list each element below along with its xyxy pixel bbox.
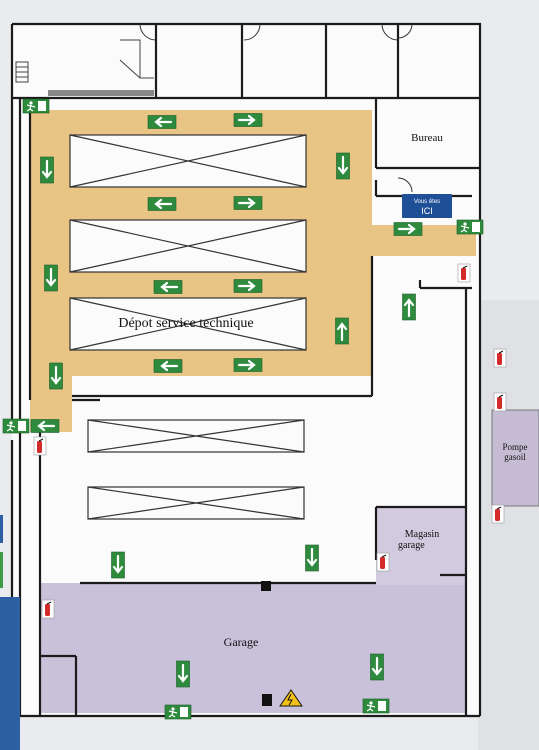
evacuation-arrow-icon: [233, 196, 263, 210]
evacuation-arrow-icon: [335, 317, 349, 345]
garage-zone: [40, 583, 466, 713]
wall-strip: [48, 90, 154, 96]
room-label-magasin: Magasin garage: [392, 529, 452, 551]
electrical-hazard-icon: [279, 689, 303, 707]
magasin-line1: Magasin: [404, 529, 440, 540]
adjacent-sign-fragment: [0, 552, 3, 588]
evacuation-arrow-icon: [336, 152, 350, 180]
evacuation-arrow-icon: [370, 653, 384, 681]
running-man-exit-icon: [456, 219, 484, 235]
room-label-bureau: Bureau: [411, 132, 443, 144]
room-label-pompe: Pompe gasoil: [494, 442, 536, 463]
pompe-line1: Pompe: [502, 442, 528, 452]
outdoor-area: [478, 300, 539, 750]
evacuation-arrow-icon: [111, 551, 125, 579]
you-are-here-ici: ICI: [421, 206, 433, 216]
running-man-exit-icon: [22, 98, 50, 114]
evacuation-arrow-icon: [147, 115, 177, 129]
adjacent-sign-fragment: [0, 597, 20, 750]
evacuation-arrow-icon: [147, 197, 177, 211]
fire-extinguisher-icon: [457, 263, 471, 283]
running-man-exit-icon: [362, 698, 390, 714]
evacuation-arrow-icon: [402, 293, 416, 321]
magasin-zone: [376, 507, 466, 585]
running-man-exit-icon: [2, 418, 30, 434]
door-swings: [139, 23, 413, 193]
evacuation-arrow-icon: [305, 544, 319, 572]
room-label-garage: Garage: [223, 635, 259, 649]
running-man-exit-icon: [164, 704, 192, 720]
evacuation-arrow-icon: [153, 280, 183, 294]
evacuation-arrow-icon: [30, 419, 60, 433]
room-label-depot: Dépot service technique: [118, 316, 254, 331]
pompe-gasoil-zone: [491, 409, 539, 507]
fire-extinguisher-icon: [493, 348, 507, 368]
evacuation-arrows: [30, 113, 423, 688]
fire-extinguisher-icon: [41, 599, 55, 619]
you-are-here-marker: Vous êtes ICI: [402, 194, 452, 218]
adjacent-sign-fragment: [0, 515, 3, 543]
you-are-here-label: Vous êtes: [414, 199, 440, 205]
pillar: [262, 694, 272, 706]
fire-extinguisher-icon: [376, 552, 390, 572]
fire-extinguishers: [33, 263, 507, 619]
evacuation-arrow-icon: [233, 279, 263, 293]
fire-extinguisher-icon: [493, 392, 507, 412]
fire-extinguisher-icon: [33, 436, 47, 456]
evacuation-arrow-icon: [49, 362, 63, 390]
emergency-exits: [2, 98, 484, 720]
pillar: [261, 581, 271, 591]
walls: [10, 22, 482, 718]
evacuation-arrow-icon: [153, 359, 183, 373]
evacuation-arrow-icon: [393, 222, 423, 236]
fire-extinguisher-icon: [491, 504, 505, 524]
evacuation-arrow-icon: [40, 156, 54, 184]
evacuation-arrow-icon: [176, 660, 190, 688]
pompe-line2: gasoil: [504, 451, 526, 462]
evacuation-arrow-icon: [233, 113, 263, 127]
magasin-line2: garage: [398, 540, 425, 551]
racks: [69, 134, 307, 520]
evacuation-arrow-icon: [233, 358, 263, 372]
stair-icon: [15, 39, 154, 83]
evacuation-arrow-icon: [44, 264, 58, 292]
